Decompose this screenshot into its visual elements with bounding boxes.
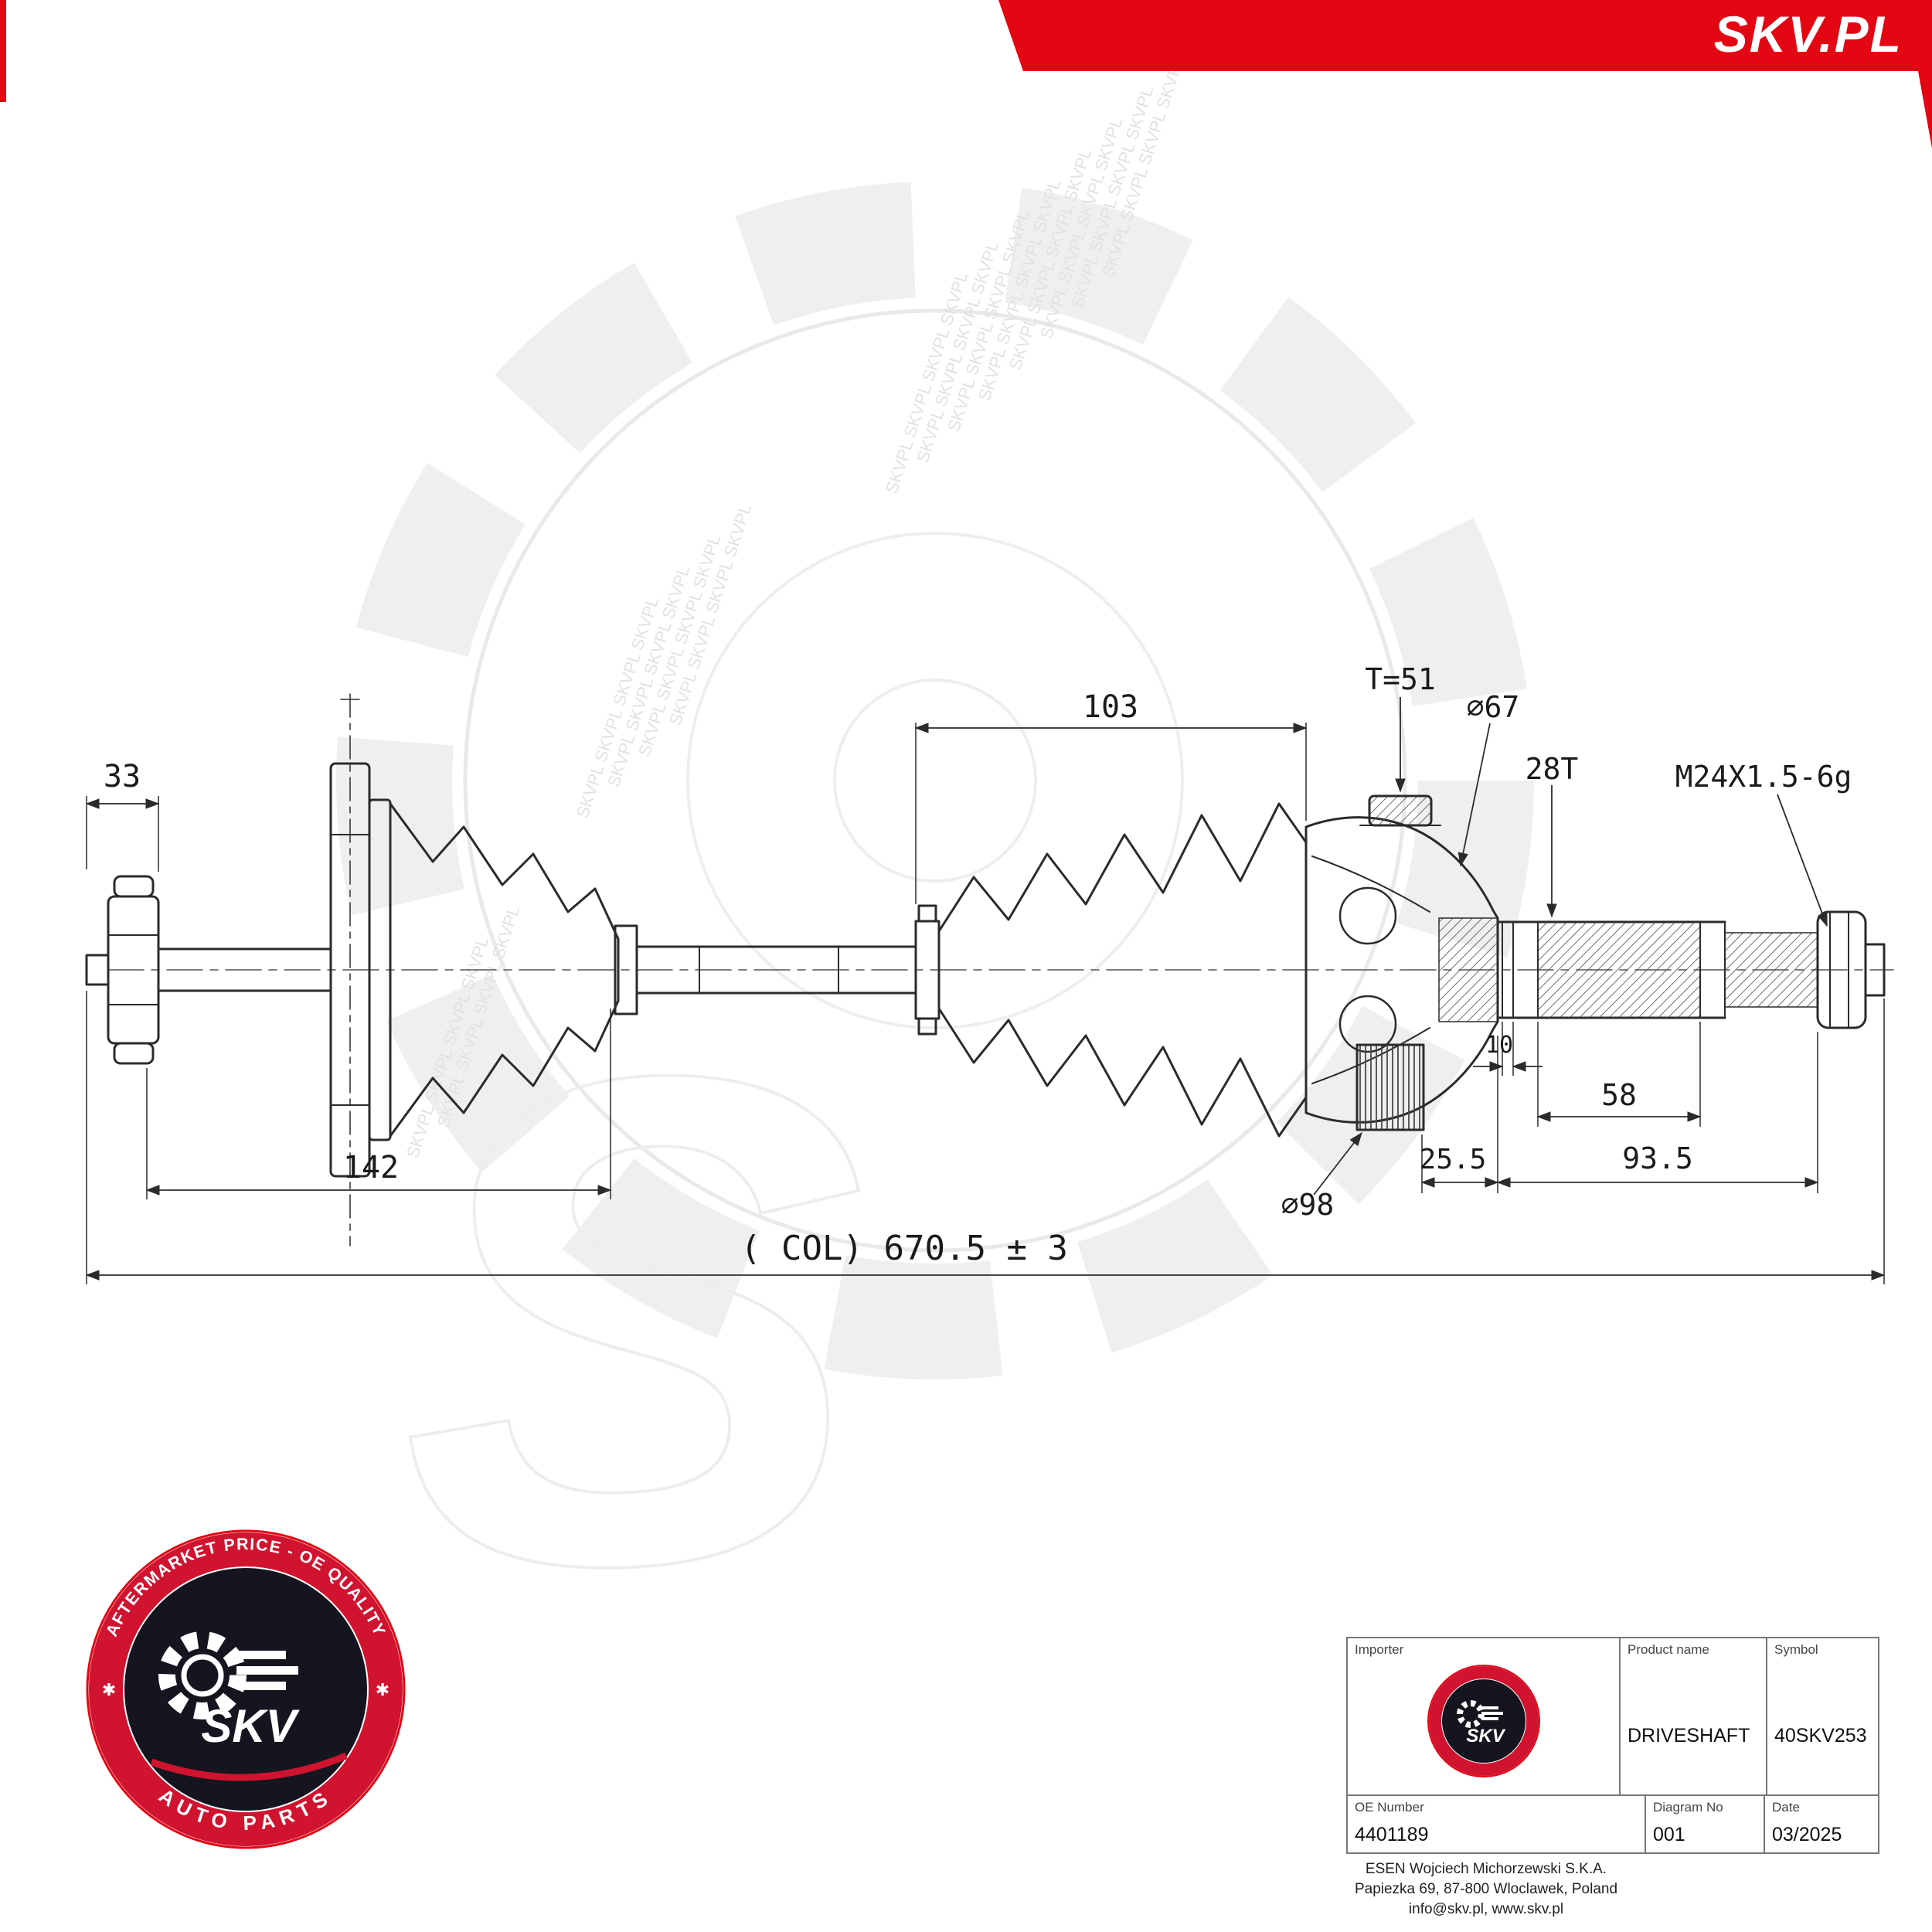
- axle-shaft: [635, 945, 917, 995]
- importer-address-line-3: info@skv.pl, www.skv.pl: [1408, 1901, 1564, 1917]
- title-block-table: Importer SKV Product name DRIVESHAFT: [1346, 1637, 1879, 1854]
- date-label: Date: [1772, 1800, 1800, 1815]
- diagram-no-label: Diagram No: [1653, 1800, 1723, 1815]
- badge-name-text: SKV: [201, 1700, 300, 1752]
- watermark-gear: [336, 182, 1534, 1379]
- brand-banner-text: SKV.PL: [1714, 5, 1903, 63]
- badge-swoosh: [150, 1752, 348, 1781]
- title-block-row-1: Importer SKV Product name DRIVESHAFT: [1348, 1638, 1878, 1796]
- dimension-housing-diameter: ⌀67: [1467, 690, 1520, 724]
- dimension-thread-spec: M24X1.5-6g: [1675, 760, 1852, 794]
- badge-separator-left: ✱: [102, 1680, 116, 1699]
- dimension-boot-length: 103: [1083, 689, 1138, 725]
- date-value: 03/2025: [1772, 1824, 1842, 1845]
- importer-logo: SKV: [1427, 1665, 1540, 1777]
- dimension-annotations: 33 142 ( COL) 670.5 ± 3 103 T=51 ⌀67 28T…: [85, 662, 1886, 1284]
- dimension-left-stub: 33: [104, 759, 141, 794]
- left-boot-clamp: [614, 924, 638, 1015]
- badge-gear-icon: [158, 1631, 247, 1719]
- dimension-total-length: ( COL) 670.5 ± 3: [740, 1229, 1068, 1268]
- abs-tone-ring: [1355, 1043, 1425, 1131]
- dimension-teeth-count: T=51: [1365, 662, 1436, 696]
- badge-stripes: [236, 1651, 298, 1690]
- importer-logo-stripes: [1481, 1706, 1503, 1720]
- oe-number-cell: OE Number 4401189: [1348, 1796, 1646, 1852]
- right-edge-accent: [1918, 71, 1932, 148]
- product-name-cell: Product name DRIVESHAFT: [1621, 1638, 1767, 1794]
- product-name-label: Product name: [1628, 1642, 1709, 1657]
- dimension-spline-count: 28T: [1526, 752, 1579, 786]
- outer-stub-shaft: [1496, 910, 1886, 1029]
- leader-lines: [1313, 697, 1828, 1196]
- left-stub-shaft: [85, 875, 332, 1065]
- dimension-outer-length: 93.5: [1622, 1141, 1693, 1175]
- importer-address-line-1: ESEN Wojciech Michorzewski S.K.A.: [1365, 1861, 1607, 1877]
- importer-logo-text: SKV: [1466, 1726, 1505, 1747]
- symbol-label: Symbol: [1774, 1642, 1818, 1657]
- dimension-ring-offset: 25.5: [1420, 1144, 1487, 1175]
- title-block-row-2: OE Number 4401189 Diagram No 001 Date 03…: [1348, 1796, 1878, 1852]
- skv-badge: AFTERMARKET PRICE - OE QUALITY AUTO PART…: [86, 1529, 406, 1849]
- oe-number-label: OE Number: [1355, 1800, 1424, 1815]
- driveshaft-drawing: [85, 693, 1894, 1247]
- diagram-no-value: 001: [1653, 1824, 1685, 1845]
- dimension-groove: 10: [1485, 1032, 1513, 1059]
- thread-section: [1724, 932, 1818, 1008]
- dimension-lines: [85, 723, 1886, 1281]
- symbol-cell: Symbol 40SKV253: [1767, 1638, 1878, 1794]
- brand-banner: [998, 0, 1932, 71]
- badge-separator-right: ✱: [376, 1680, 389, 1699]
- cv-ball: [1338, 886, 1397, 945]
- oe-number-value: 4401189: [1355, 1824, 1429, 1845]
- joint-cap: [1368, 794, 1433, 827]
- date-cell: Date 03/2025: [1765, 1796, 1878, 1852]
- symbol-value: 40SKV253: [1774, 1725, 1867, 1747]
- dimension-inner-section: 142: [343, 1150, 399, 1185]
- importer-cell: Importer SKV: [1348, 1638, 1621, 1794]
- dimension-ring-diameter: ⌀98: [1281, 1188, 1335, 1222]
- left-edge-accent: [0, 0, 6, 102]
- importer-address-line-2: Papiezka 69, 87-800 Wloclawek, Poland: [1354, 1881, 1618, 1897]
- importer-label: Importer: [1355, 1642, 1404, 1657]
- watermark-letter: S: [402, 931, 869, 1709]
- outer-joint-housing: [1304, 794, 1499, 1131]
- importer-address: ESEN Wojciech Michorzewski S.K.A. Papiez…: [1346, 1859, 1626, 1920]
- diagram-no-cell: Diagram No 001: [1646, 1796, 1765, 1852]
- left-cv-boot: [389, 802, 638, 1138]
- product-name-value: DRIVESHAFT: [1628, 1725, 1750, 1747]
- spline-section: [1537, 921, 1701, 1019]
- dimension-spline-length: 58: [1601, 1078, 1637, 1112]
